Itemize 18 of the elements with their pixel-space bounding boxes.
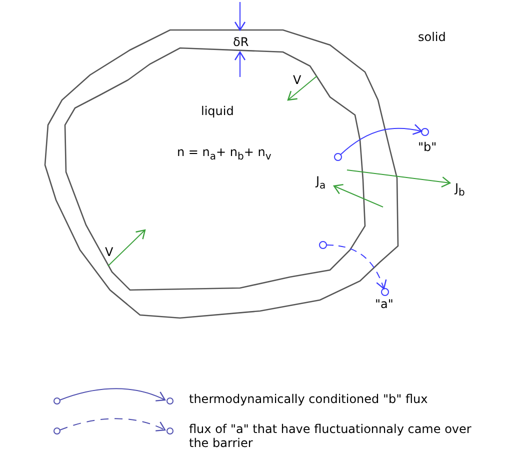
particle-label: "a" xyxy=(375,297,394,311)
endpoint-circle xyxy=(334,153,342,161)
equation: n = n$_{a}$+ n$_{b}$+ n$_{v}$ xyxy=(177,145,272,164)
velocity-label: V xyxy=(293,73,302,87)
endpoint-circle xyxy=(381,288,389,296)
flux-label: J$_{b}$ xyxy=(455,181,465,200)
flux-arrow xyxy=(340,124,422,156)
region-label: liquid xyxy=(201,104,234,118)
legend-text: thermodynamically conditioned "b" flux xyxy=(189,392,429,406)
dimension-label: δR xyxy=(233,35,249,49)
flux-arrow xyxy=(326,244,386,290)
endpoint-circle xyxy=(421,128,429,136)
region-label: solid xyxy=(418,30,446,44)
flux-label: J$_{a}$ xyxy=(316,174,326,194)
endpoint-circle xyxy=(319,241,327,249)
particle-label: "b" xyxy=(418,140,437,154)
legend-text: flux of "a" that have fluctuationnaly came over the barrier xyxy=(189,422,472,450)
velocity-label: V xyxy=(105,245,114,259)
